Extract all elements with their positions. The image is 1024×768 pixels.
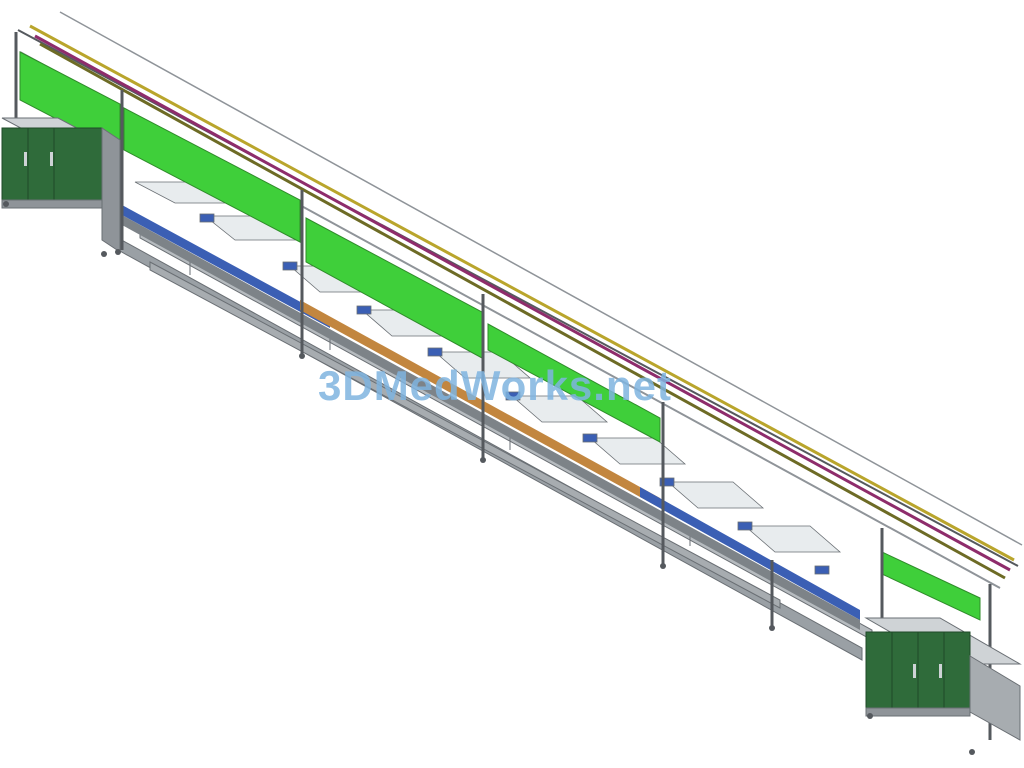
pallets [134, 181, 842, 575]
belt-orange [300, 300, 660, 508]
pallet [510, 395, 609, 423]
belt-side [122, 215, 860, 630]
vertical-posts [14, 32, 992, 740]
rail-magenta [34, 34, 1011, 572]
lower-frame [117, 227, 873, 661]
green-panel [881, 551, 981, 621]
green-panels [19, 51, 981, 621]
cabinet-side [101, 127, 121, 253]
pallet [743, 525, 842, 553]
belt-blue-end [640, 487, 860, 620]
left-cabinet [1, 117, 121, 253]
right-cabinet [864, 617, 1022, 741]
feet [3, 201, 975, 755]
green-panel [487, 323, 661, 443]
lower-rail-floor [149, 261, 781, 609]
rail-yellow [29, 24, 1015, 562]
rail-olive [39, 42, 1006, 580]
conveyor-belt [122, 205, 860, 630]
overhead-rails [17, 11, 1023, 589]
pallet [588, 437, 687, 465]
belt-blue-start [122, 205, 330, 328]
cabinet-side [969, 655, 1021, 741]
pallet [666, 481, 765, 509]
green-panel [123, 107, 301, 243]
